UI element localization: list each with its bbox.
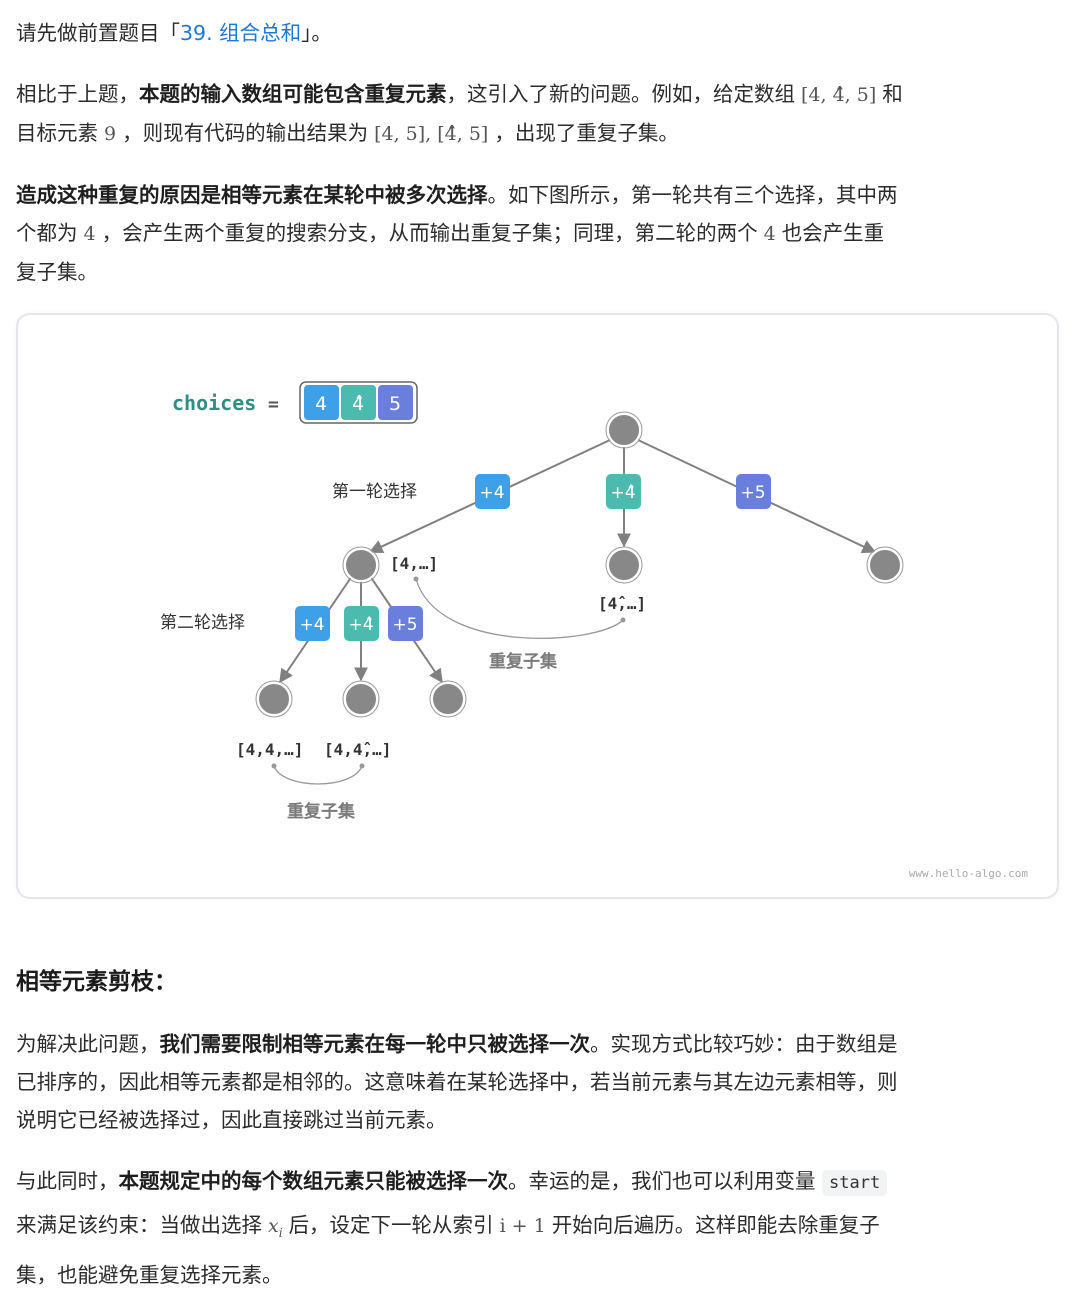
search-tree-diagram: choices = 4 4̂ 5 第一轮选择 第二轮选择 +4 +4̂ xyxy=(160,381,1029,880)
connector-dot xyxy=(620,617,626,623)
text: 目标元素 xyxy=(16,121,98,145)
round1-label: 第一轮选择 xyxy=(332,482,417,502)
math-xi: xi xyxy=(262,1215,289,1240)
subset-label: [4,4̂,…] xyxy=(324,740,391,759)
connector-dot xyxy=(359,763,365,769)
edge-badge-text: +5 xyxy=(392,615,417,635)
math-result: [4, 5], [4̂, 5] xyxy=(374,123,489,145)
start-variable-code: start xyxy=(822,1170,888,1196)
choice-cell xyxy=(304,385,339,420)
choice-value: 4̂ xyxy=(352,393,364,415)
text: 集，也能避免重复选择元素。 xyxy=(16,1262,283,1287)
intro-suffix: 」。 xyxy=(301,21,332,45)
edge-badge-text: +5 xyxy=(740,483,765,503)
text: 已排序的，因此相等元素都是相邻的。这意味着在某轮选择中，若当前元素与其左边元素相… xyxy=(16,1070,898,1094)
subset-label: [4̂,…] xyxy=(598,594,646,613)
math-array: [4, 4̂, 5] xyxy=(801,84,877,106)
duplicate-subset-label: 重复子集 xyxy=(287,801,356,822)
text: 相比于上题， xyxy=(16,82,139,106)
duplicate-connector xyxy=(273,765,363,785)
text: ，出现了重复子集。 xyxy=(494,121,679,145)
tree-node xyxy=(255,680,293,718)
math-sub: i xyxy=(278,1225,283,1240)
search-tree-figure: choices = 4 4̂ 5 第一轮选择 第二轮选择 +4 +4̂ xyxy=(16,313,1059,899)
math-four: 4 xyxy=(83,223,96,245)
text: ，会产生两个重复的搜索分支，从而输出重复子集；同理，第二轮的两个 xyxy=(101,221,758,245)
edge-badge xyxy=(344,606,379,641)
duplicate-connector xyxy=(415,578,624,639)
edge-badge-text: +4̂ xyxy=(610,483,635,503)
section-title: 相等元素剪枝： xyxy=(16,969,177,995)
tree-node xyxy=(429,680,467,718)
edge-badge xyxy=(736,474,771,509)
choice-value: 5 xyxy=(389,393,401,415)
text: 为解决此问题， xyxy=(16,1032,160,1056)
edge-badge-text: +4 xyxy=(299,615,324,635)
text: 复子集。 xyxy=(16,260,98,284)
tree-node xyxy=(342,680,380,718)
text: 说明它已经被选择过，因此直接跳过当前元素。 xyxy=(16,1108,447,1132)
problem-39-link[interactable]: 39. 组合总和 xyxy=(180,21,302,45)
subset-label: [4,…] xyxy=(390,554,438,573)
cause-paragraph: 造成这种重复的原因是相等元素在某轮中被多次选择。如下图所示，第一轮共有三个选择，… xyxy=(16,176,1061,291)
bold-text: 造成这种重复的原因是相等元素在某轮中被多次选择 xyxy=(16,183,488,207)
subset-label: [4,4,…] xyxy=(236,740,303,759)
text: 。实现方式比较巧妙：由于数组是 xyxy=(590,1032,898,1056)
choices-label: choices xyxy=(172,391,256,415)
edge-badge-text: +4̂ xyxy=(348,615,373,635)
text: 开始向后遍历。这样即能去除重复子 xyxy=(551,1213,880,1237)
tree-node xyxy=(342,546,380,584)
watermark: www.hello-algo.com xyxy=(909,867,1029,880)
text: 也会产生重 xyxy=(781,221,885,245)
duplicate-subset-label: 重复子集 xyxy=(489,651,558,672)
text: 。幸运的是，我们也可以利用变量 xyxy=(508,1169,816,1193)
choices-array-box xyxy=(299,381,418,424)
tree-node-root xyxy=(605,411,643,449)
math-four: 4 xyxy=(763,223,776,245)
text: 。如下图所示，第一轮共有三个选择，其中两 xyxy=(487,183,898,207)
start-paragraph: 与此同时，本题规定中的每个数组元素只能被选择一次。幸运的是，我们也可以利用变量 … xyxy=(16,1160,1061,1296)
text: 来满足该约束：当做出选择 xyxy=(16,1213,262,1237)
choice-cell xyxy=(378,385,413,420)
choice-cell xyxy=(341,385,376,420)
edge-badge xyxy=(388,606,423,641)
pruning-paragraph: 为解决此问题，我们需要限制相等元素在每一轮中只被选择一次。实现方式比较巧妙：由于… xyxy=(16,1025,1061,1139)
bold-text: 本题规定中的每个数组元素只能被选择一次 xyxy=(118,1169,509,1193)
tree-node xyxy=(605,546,643,584)
connector-dot xyxy=(413,576,419,582)
problem-paragraph: 相比于上题，本题的输入数组可能包含重复元素，这引入了新的问题。例如，给定数组[4… xyxy=(16,75,1061,153)
intro-text: 请先做前置题目「 xyxy=(16,21,180,45)
text: ，则现有代码的输出结果为 xyxy=(122,121,369,145)
text: 后，设定下一轮从索引 xyxy=(288,1213,494,1237)
text: 与此同时， xyxy=(16,1169,119,1193)
math-target: 9 xyxy=(104,123,117,145)
math-index: i + 1 xyxy=(499,1215,546,1237)
equals-sign: = xyxy=(268,394,279,415)
text: 个都为 xyxy=(16,221,78,245)
edge-badge-text: +4 xyxy=(479,483,504,503)
bold-text: 本题的输入数组可能包含重复元素 xyxy=(139,82,447,106)
tree-node xyxy=(866,546,904,584)
round2-label: 第二轮选择 xyxy=(160,613,245,633)
text: 和 xyxy=(882,82,903,106)
math-x: x xyxy=(268,1215,279,1237)
bold-text: 我们需要限制相等元素在每一轮中只被选择一次 xyxy=(159,1032,591,1056)
choice-value: 4 xyxy=(315,393,327,415)
intro-paragraph: 请先做前置题目「39. 组合总和」。 xyxy=(16,14,1061,52)
connector-dot xyxy=(271,763,277,769)
edge-badge xyxy=(475,474,510,509)
text: ，这引入了新的问题。例如，给定数组 xyxy=(446,82,796,106)
edge-badge xyxy=(606,474,641,509)
edge-badge xyxy=(295,606,330,641)
